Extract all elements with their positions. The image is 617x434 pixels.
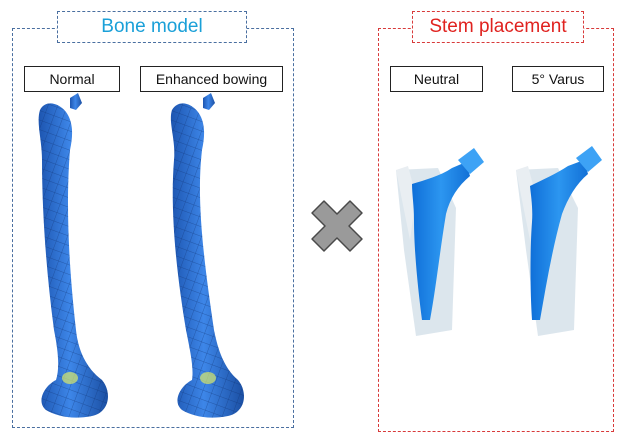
- label-5-varus: 5° Varus: [512, 66, 604, 92]
- stem-varus-model: [516, 146, 602, 336]
- cross-multiply-icon: [312, 201, 362, 251]
- bone-model-title: Bone model: [57, 11, 247, 43]
- femur-normal-model: [39, 93, 108, 418]
- label-neutral: Neutral: [390, 66, 483, 92]
- label-enhanced-bowing: Enhanced bowing: [140, 66, 283, 92]
- femur-bowed-model: [171, 93, 244, 418]
- stem-placement-title: Stem placement: [412, 11, 584, 43]
- label-normal: Normal: [24, 66, 120, 92]
- stem-neutral-model: [396, 148, 484, 336]
